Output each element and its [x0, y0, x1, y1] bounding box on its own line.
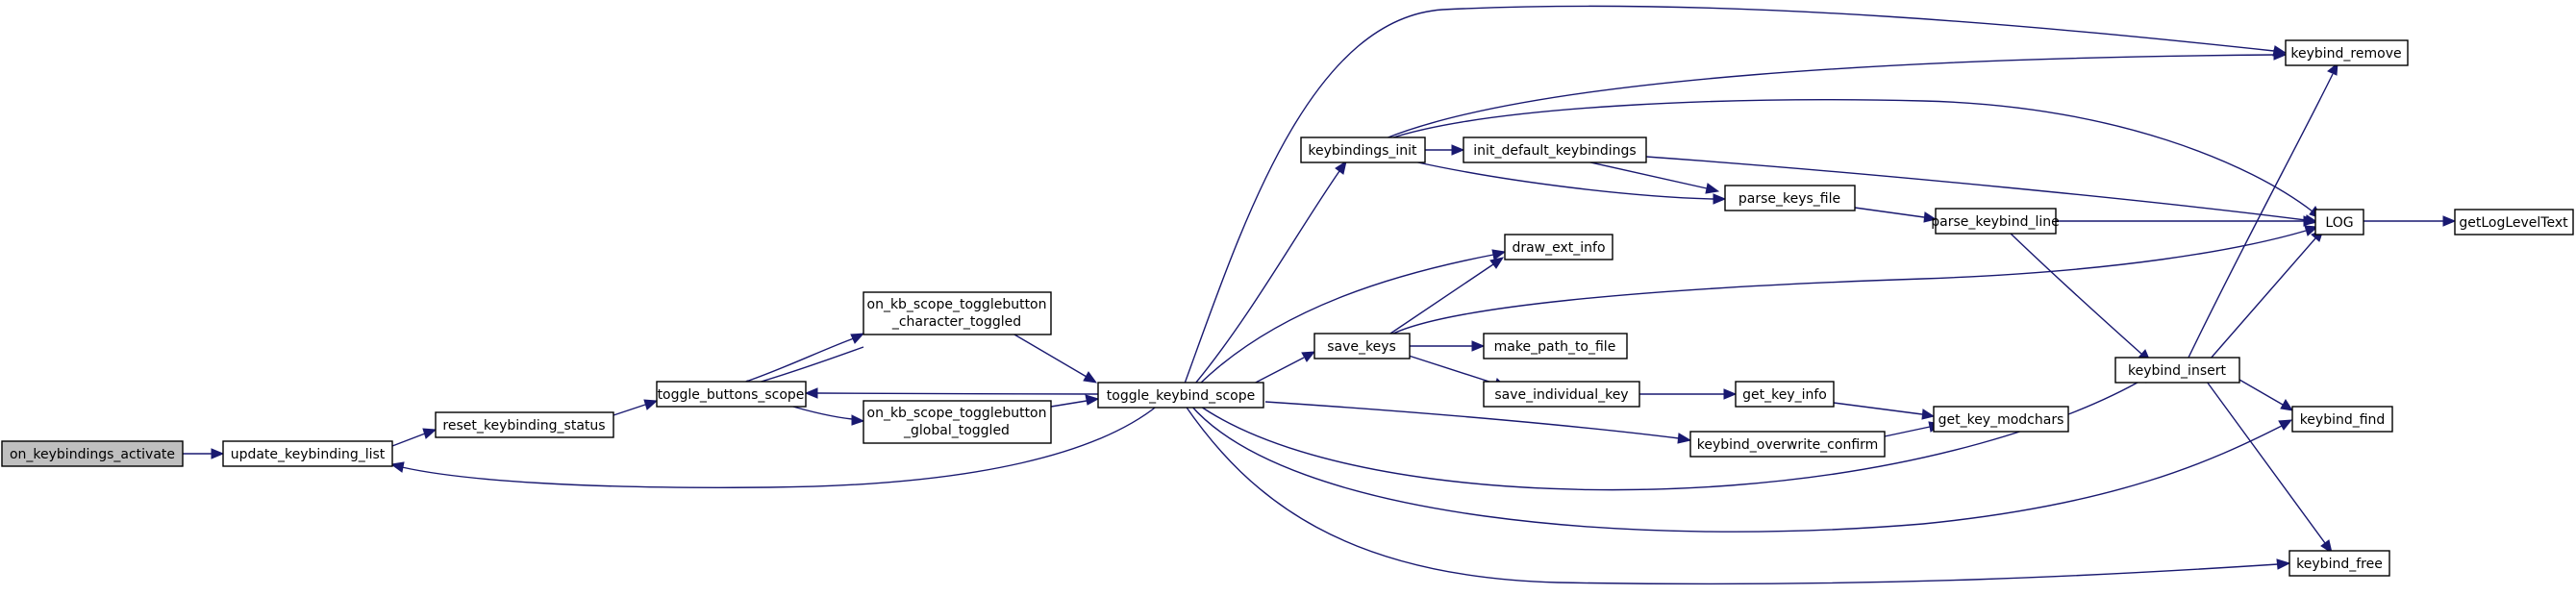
edge-toggle-keybind-to-overwrite-confirm: [1264, 401, 1692, 444]
edge-log-to-getloglevel: [2363, 215, 2457, 227]
edge-global-toggled-to-toggle-keybind: [1050, 394, 1100, 408]
node-label: save_keys: [1327, 339, 1396, 355]
edge-toggle-keybind-to-save-keys: [1247, 351, 1316, 387]
edge-update-list-to-reset-status: [391, 428, 438, 447]
node-getloglevel-text[interactable]: getLogLevelText: [2454, 209, 2574, 236]
node-toggle-buttons-scope[interactable]: toggle_buttons_scope: [656, 381, 807, 408]
edge-toggle-keybind-to-draw-ext-info: [1199, 249, 1507, 384]
edge-reset-status-to-toggle-buttons: [613, 399, 659, 416]
node-label: draw_ext_info: [1512, 240, 1605, 256]
edge-toggle-buttons-to-global-toggled: [786, 404, 865, 426]
node-label: init_default_keybindings: [1473, 143, 1636, 159]
node-make-path-to-file[interactable]: make_path_to_file: [1483, 333, 1628, 359]
node-on-kb-scope-global-toggled[interactable]: on_kb_scope_togglebutton _global_toggled: [863, 400, 1052, 444]
node-label: parse_keys_file: [1738, 191, 1840, 207]
node-on-keybindings-activate[interactable]: on_keybindings_activate: [1, 440, 184, 467]
node-label: keybind_find: [2300, 412, 2386, 428]
node-log[interactable]: LOG: [2314, 209, 2364, 236]
node-get-key-info[interactable]: get_key_info: [1735, 381, 1835, 408]
node-update-keybinding-list[interactable]: update_keybinding_list: [222, 440, 393, 467]
edge-toggle-keybind-to-toggle-buttons: [804, 387, 1099, 399]
node-label: on_keybindings_activate: [10, 447, 175, 462]
node-label: LOG: [2325, 215, 2353, 231]
node-label: on_kb_scope_togglebutton: [867, 406, 1047, 421]
node-label: _global_toggled: [903, 423, 1010, 438]
edge-get-key-info-to-modchars: [1833, 402, 1936, 420]
edge-parse-line-to-kb-insert: [2009, 232, 2151, 362]
node-draw-ext-info[interactable]: draw_ext_info: [1504, 234, 1613, 260]
node-label: getLogLevelText: [2459, 215, 2568, 231]
edge-save-keys-to-make-path: [1410, 340, 1486, 352]
edge-parse-line-to-log: [2056, 215, 2317, 227]
node-label: keybind_free: [2296, 557, 2383, 572]
node-label: toggle_buttons_scope: [658, 387, 805, 403]
node-label: keybind_insert: [2128, 363, 2226, 379]
edge-save-keys-to-draw-ext-info: [1387, 257, 1505, 336]
node-label: update_keybinding_list: [231, 447, 386, 462]
edge-parse-keys-file-to-parse-line: [1854, 207, 1938, 223]
node-label: toggle_keybind_scope: [1107, 388, 1255, 404]
node-save-individual-key[interactable]: save_individual_key: [1483, 381, 1640, 408]
node-on-kb-scope-character-toggled[interactable]: on_kb_scope_togglebutton _character_togg…: [863, 291, 1052, 335]
node-keybind-insert[interactable]: keybind_insert: [2114, 357, 2240, 384]
node-get-key-modchars[interactable]: get_key_modchars: [1933, 406, 2069, 433]
edge-save-keys-to-log: [1388, 225, 2319, 336]
edge-kb-insert-to-kb-free: [2206, 381, 2333, 555]
node-label: get_key_info: [1742, 387, 1827, 403]
node-label: keybindings_init: [1308, 143, 1417, 159]
edge-toggle-buttons-to-char-toggled: [739, 333, 865, 384]
node-keybindings-init[interactable]: keybindings_init: [1300, 136, 1426, 163]
edge-kb-init-to-kb-remove: [1385, 49, 2288, 139]
edge-toggle-keybind-to-kb-find: [1189, 404, 2293, 533]
node-label: keybind_overwrite_confirm: [1697, 437, 1879, 453]
node-toggle-keybind-scope[interactable]: toggle_keybind_scope: [1097, 382, 1264, 409]
edge-char-toggled-to-toggle-keybind: [1002, 327, 1098, 384]
edge-save-individual-to-get-key-info: [1639, 388, 1738, 400]
edge-toggle-keybind-to-kb-init: [1194, 160, 1347, 384]
node-keybind-free[interactable]: keybind_free: [2288, 550, 2390, 577]
edge-kb-init-to-init-default: [1425, 144, 1465, 156]
node-label: on_kb_scope_togglebutton: [867, 297, 1047, 312]
node-keybind-find[interactable]: keybind_find: [2291, 406, 2393, 433]
node-keybind-overwrite-confirm[interactable]: keybind_overwrite_confirm: [1689, 431, 1886, 458]
node-keybind-remove[interactable]: keybind_remove: [2285, 39, 2409, 66]
edge-kb-insert-to-kb-find: [2238, 379, 2294, 411]
node-label: save_individual_key: [1494, 387, 1628, 403]
node-label: _character_toggled: [891, 314, 1021, 330]
edge-toggle-keybind-to-update-list: [389, 404, 1160, 488]
node-label: get_key_modchars: [1938, 412, 2064, 428]
node-label: reset_keybinding_status: [442, 418, 605, 434]
node-label: make_path_to_file: [1494, 339, 1616, 355]
edge-activate-to-update-list: [183, 448, 225, 459]
node-label: parse_keybind_line: [1931, 214, 2059, 230]
edge-kb-insert-to-kb-remove: [2187, 62, 2338, 360]
edge-init-default-to-parse-keys-file: [1586, 161, 1720, 194]
node-init-default-keybindings[interactable]: init_default_keybindings: [1463, 136, 1647, 163]
node-save-keys[interactable]: save_keys: [1313, 333, 1411, 359]
node-parse-keys-file[interactable]: parse_keys_file: [1724, 185, 1856, 211]
node-parse-keybind-line[interactable]: parse_keybind_line: [1931, 208, 2060, 235]
edge-kb-init-to-parse-keys-file: [1413, 161, 1727, 205]
edge-toggle-keybind-to-kb-free: [1184, 404, 2291, 585]
node-label: keybind_remove: [2290, 46, 2401, 62]
edge-overwrite-confirm-to-modchars: [1884, 421, 1943, 437]
node-reset-keybinding-status[interactable]: reset_keybinding_status: [435, 411, 614, 438]
